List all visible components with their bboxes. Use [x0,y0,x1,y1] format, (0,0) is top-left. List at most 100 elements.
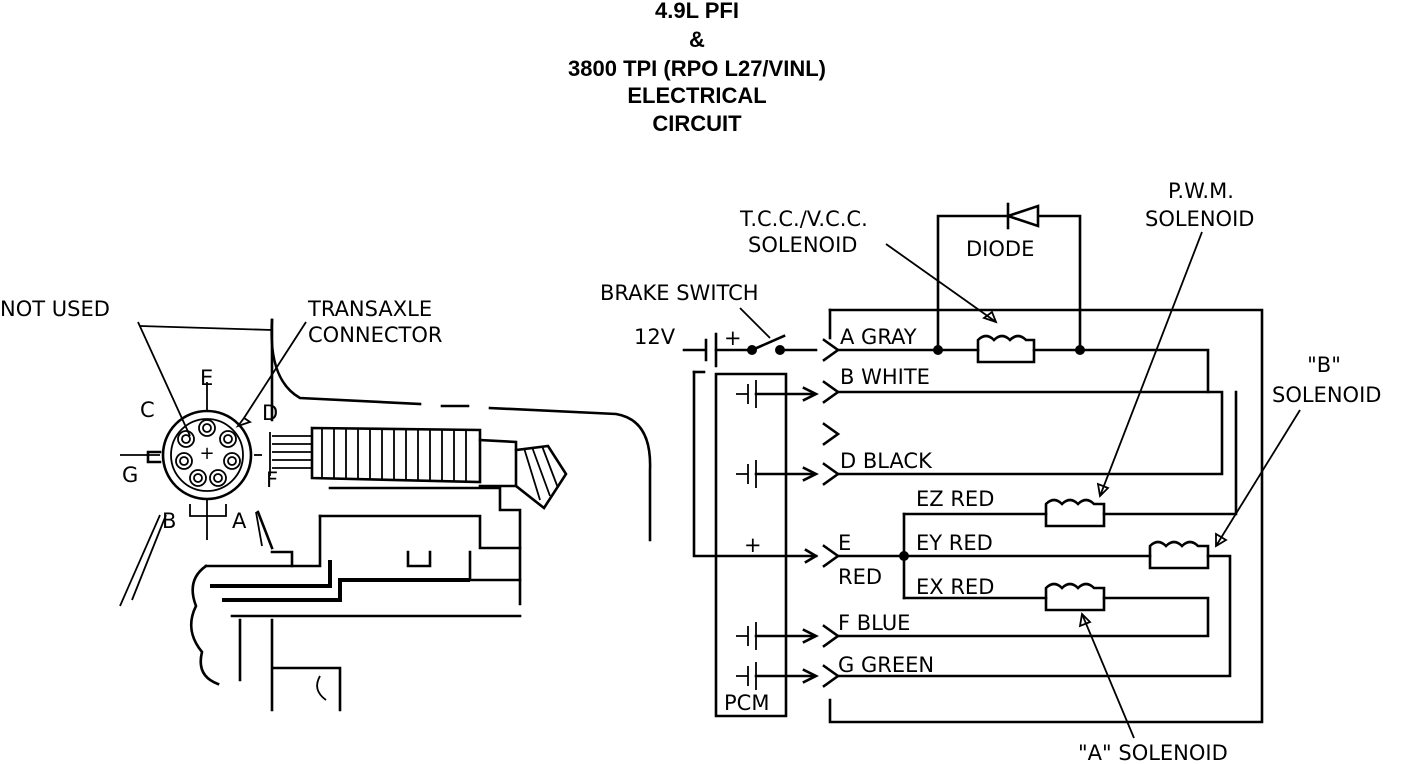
tcc-solenoid-coil [976,334,1036,364]
diode-label: DIODE [966,237,1034,261]
brake-switch-leader [739,307,771,339]
tcc-solenoid-label-line-1: T.C.C./V.C.C. [739,207,868,231]
pin-label-a: A [232,509,247,533]
not-used-bracket-line [139,325,273,331]
schematic: BRAKE SWITCH T.C.C./V.C.C. SOLENOID DIOD… [600,179,1381,764]
pcm-box [714,372,788,718]
pin-e-inner [202,423,212,433]
pin-f-inner [227,456,237,466]
pin-label-c: C [140,398,155,422]
brake-switch-label: BRAKE SWITCH [600,281,759,305]
wire-label-ex-red: EX RED [916,575,994,599]
e-red-circuit [836,390,1238,678]
pin-b [189,469,207,487]
housing-block [468,550,522,582]
case-outline-right [488,406,652,542]
housing-notch [406,550,432,568]
wire-label-e-red: RED [838,565,882,589]
reference-line-2 [131,514,167,601]
a-solenoid-leader-line [1081,613,1135,739]
pin-g-inner [179,456,189,466]
reference-line-1 [119,514,161,607]
ground-driver-b [736,380,819,408]
transaxle-label-line-1: TRANSAXLE [307,297,432,321]
housing-top [328,486,522,606]
connector-pins: + [175,419,241,487]
supply-voltage-label: 12V [634,325,676,349]
transaxle-arrowhead [235,416,253,428]
ground-driver-d [736,460,819,488]
chevron-d [822,462,841,486]
wire-label-g-green: G GREEN [838,653,934,677]
connector-chevrons [822,338,841,688]
pin-g [175,452,193,470]
title-line-1: 4.9L PFI [655,0,739,23]
diode-right-lead [1038,214,1082,352]
wire-label-b-white: B WHITE [840,365,930,389]
transaxle-housing [189,486,522,712]
harness-conduit [310,426,482,484]
not-used-leader-line [137,321,191,437]
a-solenoid-arrowhead [1078,612,1092,628]
title-line-5: CIRCUIT [652,111,742,136]
wire-label-a-gray: A GRAY [840,325,917,349]
wiring-harness [269,426,568,510]
housing-rib-1 [210,560,332,588]
pin-b-inner [193,473,203,483]
reference-line-3 [255,511,263,547]
wire-label-ey-red: EY RED [916,531,993,555]
a-solenoid-coil [1044,582,1106,612]
chevron-f [822,624,841,648]
transaxle-leader-line [243,321,307,419]
chevron-e [822,544,841,568]
pcm-label: PCM [724,691,769,715]
pin-d [219,430,237,448]
conduit-ribs [321,428,467,482]
housing-lower-frame [238,618,342,712]
tcc-solenoid-label-line-2: SOLENOID [748,233,857,257]
pwm-solenoid-label-line-2: SOLENOID [1145,207,1254,231]
case-outline-left-lower [256,510,274,550]
diagram-title: 4.9L PFI & 3800 TPI (RPO L27/VINL) ELECT… [568,0,826,136]
tcc-circuit [836,202,1210,394]
pwm-solenoid-coil [1044,498,1106,528]
wire-label-ez-red: EZ RED [916,487,994,511]
diode-symbol [1003,204,1040,228]
pin-label-d: D [262,401,278,425]
chevron-b [822,380,841,404]
diode-left-lead [936,214,1008,352]
chevron-c [822,422,841,446]
wire-label-e: E [838,531,851,555]
supply-circuit: 12V + [634,307,818,368]
housing-rib-2 [222,578,470,602]
pin-label-e: E [200,366,213,390]
pin-f [223,452,241,470]
not-used-label: NOT USED [0,297,110,321]
ground-driver-g [736,662,819,690]
b-solenoid-label-line-2: SOLENOID [1272,383,1381,407]
pin-d-inner [223,434,233,444]
wire-b-white-d-black-loop [836,390,1224,476]
pcm-feed-line [692,370,818,558]
pin-a-inner [213,473,223,483]
chevron-a [822,338,841,362]
wire-g-green-loop [836,554,1232,678]
connector-center-mark: + [199,443,214,464]
wire-f-blue-loop [836,596,1210,638]
wire-label-d-black: D BLACK [840,449,933,473]
chevron-g [822,664,841,688]
wire-pwm-return [1102,390,1238,516]
arrow-e [804,548,819,564]
pcm-module: PCM + [692,370,819,718]
title-line-3: 3800 TPI (RPO L27/VINL) [568,56,826,81]
pwm-arrowhead [1096,482,1110,498]
wire-a-gray-return [1032,348,1210,394]
pin-c [177,430,195,448]
battery-plus-sign: + [724,326,742,350]
b-solenoid-leader-line [1215,409,1301,547]
housing-step [318,514,522,550]
pin-a [209,469,227,487]
pin-e [198,419,216,437]
pin-label-g: G [122,463,138,487]
